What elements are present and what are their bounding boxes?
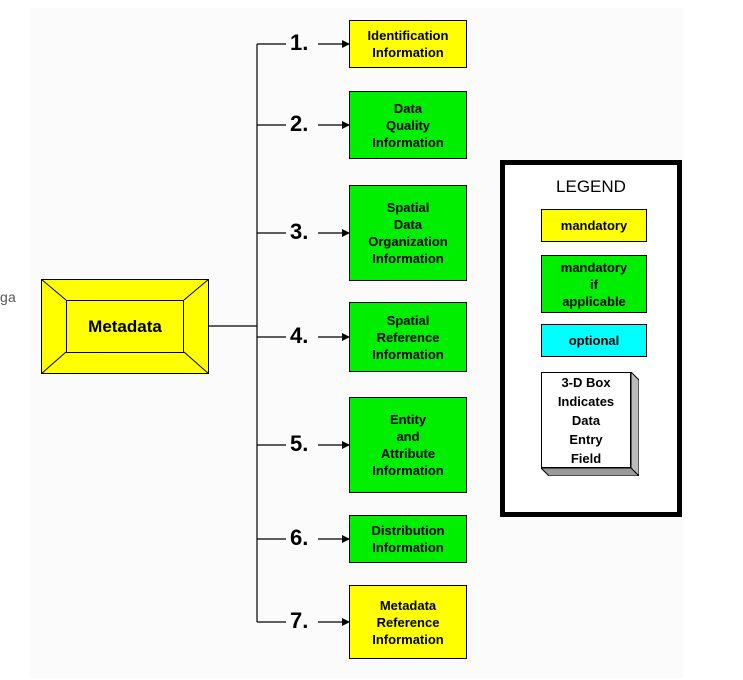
section-label-line: Spatial [386,312,430,328]
legend-label-line: applicable [562,293,626,309]
section-label-line: Information [372,540,444,555]
section-label-line: Identification [367,28,449,43]
section-label-line: Information [372,631,444,647]
3d-box-label-line: Indicates [557,393,615,409]
legend-title: LEGEND [556,177,626,196]
3d-box-depth [541,372,639,476]
section-number: 4. [290,323,309,348]
section-label-line: Attribute [380,446,436,461]
section-label-line: Reference [376,614,440,630]
section-number: 1. [290,30,309,55]
legend-swatch: optional [541,324,647,357]
legend-label-line: mandatory [560,218,628,233]
legend-label-line: if [590,276,598,292]
section-label-line: Information [372,134,444,150]
section-label-line: and [396,429,420,444]
section-label-line: Metadata [379,597,437,613]
cropped-side-text: ga [0,289,16,305]
section-label-line: Information [372,45,444,60]
3d-box-label-line: Field [570,450,602,466]
legend-label-line: mandatory [560,259,628,275]
legend-label-line: optional [568,333,620,348]
section-label-line: Organization [368,234,448,249]
legend-swatch: mandatory [541,209,647,242]
section-label-line: Information [372,463,444,478]
section-label-line: Information [372,346,444,362]
section-number: 7. [290,608,309,633]
section-label-line: Distribution [371,523,445,538]
section-label-line: Quality [385,117,431,133]
metadata-label: Metadata [66,300,184,353]
section-number: 3. [290,219,309,244]
3d-box-label-line: Entry [569,431,603,447]
section-label-line: Information [372,251,444,266]
3d-box-label-line: Data [571,412,601,428]
section-label-line: Reference [376,329,440,345]
section-label-line: Data [393,217,423,232]
3d-box-label-line: 3-D Box [561,374,611,390]
section-number: 2. [290,111,309,136]
section-number: 6. [290,525,309,550]
section-label-line: Spatial [386,200,430,215]
metadata-root-box: Metadata [41,279,209,374]
bevel-lines [41,279,209,374]
section-number: 5. [290,431,309,456]
section-label-line: Data [393,100,423,116]
section-label-line: Entity [389,412,427,427]
